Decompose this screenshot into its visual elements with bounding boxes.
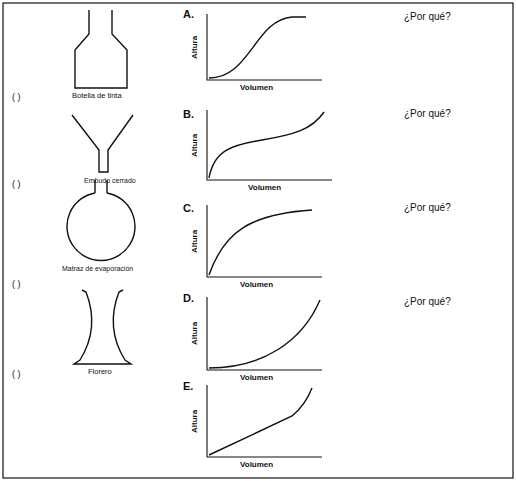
panel-letter: D.: [183, 292, 194, 304]
axis-label: Altura: [192, 229, 201, 252]
object-name: Embudo cerrado: [84, 177, 136, 185]
panel-letter: E.: [183, 380, 193, 392]
closed-funnel: [72, 115, 133, 172]
frame: [3, 3, 513, 478]
ink-bottle: [75, 10, 127, 88]
vase: [74, 290, 131, 364]
axis-label: Altura: [192, 133, 201, 156]
object-name: Florero: [88, 368, 112, 376]
why-prompt: ¿Por qué?: [404, 296, 451, 307]
why-prompt: ¿Por qué?: [404, 11, 451, 22]
object-name: Botella de tinta: [72, 92, 122, 100]
axis-label: Volumen: [240, 374, 273, 383]
axis-label: Volumen: [240, 461, 273, 470]
axis-label: Volumen: [248, 184, 281, 193]
answer-blank: ( ): [12, 180, 21, 190]
axis-label: Altura: [192, 321, 201, 344]
graph-curves: [209, 17, 324, 455]
answer-blank: ( ): [12, 280, 21, 290]
axis-label: Volumen: [240, 281, 273, 290]
panel-letter: B.: [183, 108, 194, 120]
answer-blank: ( ): [12, 93, 21, 103]
why-prompt: ¿Por qué?: [404, 108, 451, 119]
panel-letter: A.: [183, 8, 194, 20]
axis-label: Altura: [192, 35, 201, 58]
why-prompt: ¿Por qué?: [404, 202, 451, 213]
axis-label: Altura: [192, 409, 201, 432]
evaporation-flask: [67, 193, 135, 260]
panel-letter: C.: [183, 202, 194, 214]
axis-label: Volumen: [240, 84, 273, 93]
answer-blank: ( ): [12, 370, 21, 380]
object-name: Matraz de evaporación: [62, 265, 133, 273]
graph-axes: [207, 14, 332, 457]
